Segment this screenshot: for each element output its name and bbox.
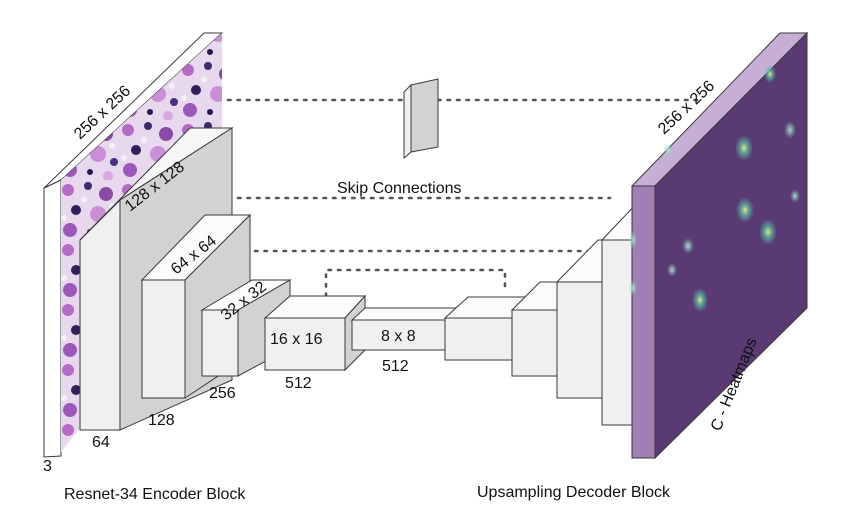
heatmap-peaks (629, 65, 800, 312)
encoder-1-channels-label: 64 (92, 434, 110, 451)
skip-connections-label: Skip Connections (337, 180, 462, 197)
encoder-block-label: Resnet-34 Encoder Block (64, 486, 246, 503)
encoder-3-channels-label: 256 (209, 385, 236, 402)
heatmap-surface (654, 31, 808, 460)
encoder-4-channels-label: 512 (285, 375, 312, 392)
skip-transfer-block (403, 78, 439, 160)
heatmap-edge (631, 185, 656, 459)
encoder-2-channels-label: 128 (148, 412, 175, 429)
encoder-4-size-label: 16 x 16 (270, 331, 323, 348)
skip-connections (226, 98, 702, 298)
output-heatmaps (629, 31, 809, 460)
input-channels-label: 3 (43, 458, 52, 475)
bottleneck-channels-label: 512 (382, 358, 409, 375)
bottleneck-block (350, 307, 460, 351)
skip-line-4 (324, 268, 507, 298)
input-image-edge (43, 179, 62, 458)
bottleneck-size-label: 8 x 8 (381, 328, 416, 345)
decoder-block-label: Upsampling Decoder Block (477, 484, 671, 501)
